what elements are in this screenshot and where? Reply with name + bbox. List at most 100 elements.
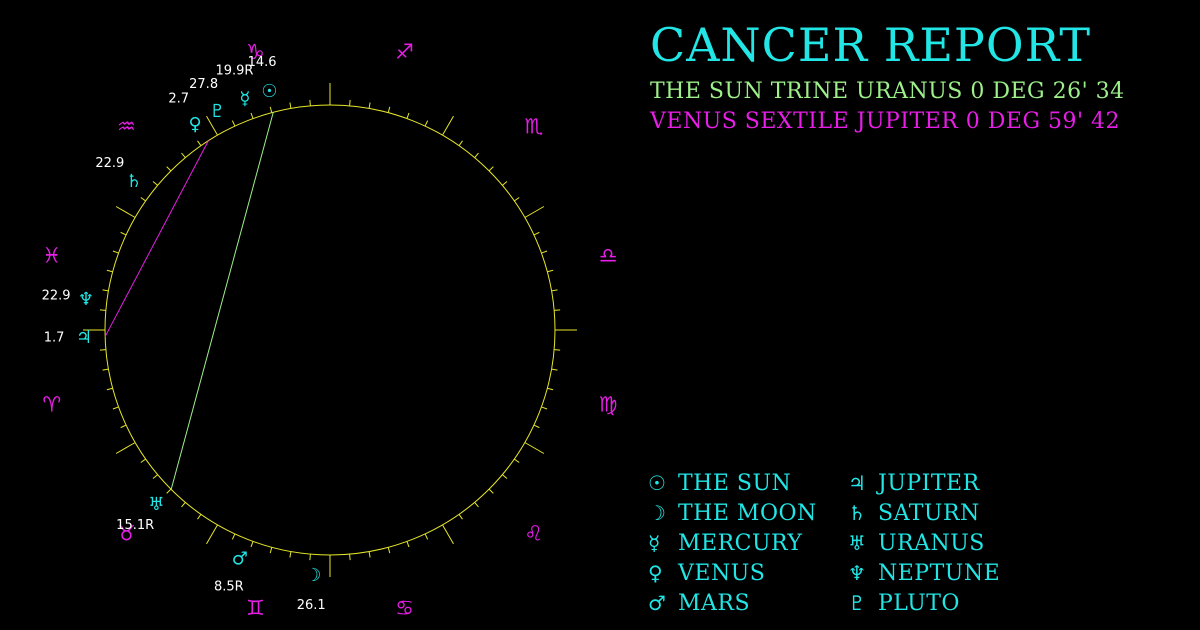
mars-degree-label: 8.5R: [214, 579, 244, 594]
mercury-icon: ☿: [239, 89, 250, 110]
degree-tick: [289, 102, 292, 109]
aspect-line-trine: [170, 112, 274, 490]
legend-item-moon: ☽THE MOON: [648, 498, 817, 528]
legend-label: NEPTUNE: [878, 561, 1001, 586]
degree-tick: [551, 289, 558, 292]
legend-label: MERCURY: [678, 531, 803, 556]
degree-tick: [541, 406, 548, 410]
sign-boundary-tick: [442, 115, 454, 136]
degree-tick: [181, 502, 186, 508]
legend-label: THE SUN: [678, 471, 792, 496]
degree-tick: [231, 533, 236, 540]
sun-icon: ☉: [261, 81, 277, 102]
legend-label: PLUTO: [878, 591, 960, 616]
saturn-icon: ♄: [126, 171, 142, 192]
mercury-icon: ☿: [648, 531, 661, 555]
degree-tick: [406, 112, 410, 119]
legend-item-sun: ☉ THE SUN: [648, 468, 817, 498]
degree-tick: [231, 120, 236, 127]
sagittarius-icon: ♐: [395, 40, 414, 64]
degree-tick: [289, 551, 292, 558]
sign-boundary-tick: [206, 524, 218, 545]
neptune-icon: ♆: [848, 561, 866, 585]
degree-tick: [106, 387, 113, 391]
degree-tick: [99, 349, 106, 351]
degree-tick: [554, 309, 561, 311]
scorpio-icon: ♏: [524, 114, 543, 138]
aries-icon: ♈: [42, 393, 61, 417]
degree-tick: [368, 551, 371, 558]
legend-item-pluto: ♇ PLUTO: [848, 588, 1000, 618]
capricorn-icon: ♑: [246, 40, 265, 64]
pluto-icon: ♇: [209, 101, 225, 122]
uranus-icon: ♅: [848, 531, 866, 555]
degree-tick: [488, 488, 494, 494]
sign-boundary-tick: [442, 524, 454, 545]
degree-tick: [181, 152, 186, 158]
degree-tick: [120, 231, 127, 236]
aspect-sextile-text: VENUS SEXTILE JUPITER 0 DEG 59' 42: [650, 109, 1121, 134]
degree-tick: [309, 554, 311, 561]
degree-tick: [106, 269, 113, 273]
legend-column-2: ♃JUPITER ♄SATURN ♅URANUS ♆NEPTUNE ♇PLUTO: [848, 468, 1000, 618]
astro-wheel-chart: ♈♉♊♋♌♍♎♏♐♑♒♓♃1.7♅15.1R♂8.5R☽26.1☉14.6☿19…: [42, 40, 618, 620]
virgo-icon: ♍: [599, 393, 618, 417]
aspect-trine-text: THE SUN TRINE URANUS 0 DEG 26' 34: [650, 79, 1125, 104]
degree-tick: [349, 554, 351, 561]
legend-label: JUPITER: [878, 471, 980, 496]
degree-tick: [309, 99, 311, 106]
degree-tick: [387, 106, 391, 113]
pluto-degree-label: 27.8: [189, 77, 218, 92]
legend-label: THE MOON: [678, 501, 817, 526]
mars-icon: ♂: [232, 548, 248, 569]
legend-column-1: ☉ THE SUN ☽THE MOON ☿ MERCURY ♀ VENUS ♂ MARS: [648, 468, 817, 618]
degree-tick: [474, 152, 479, 158]
pisces-icon: ♓: [42, 243, 61, 267]
legend-item-uranus: ♅ URANUS: [848, 528, 1000, 558]
degree-tick: [112, 406, 119, 410]
taurus-icon: ♉: [117, 522, 136, 546]
uranus-degree-label: 15.1R: [116, 518, 154, 533]
legend-item-mars: ♂ MARS: [648, 588, 817, 618]
mars-icon: ♂: [648, 591, 666, 615]
degree-tick: [406, 541, 410, 548]
degree-tick: [424, 533, 429, 540]
sign-boundary-tick: [115, 206, 136, 218]
mercury-degree-label: 19.9R: [215, 64, 253, 79]
legend-label: MARS: [678, 591, 751, 616]
degree-tick: [541, 250, 548, 254]
legend-item-mercury: ☿ MERCURY: [648, 528, 817, 558]
pluto-icon: ♇: [848, 591, 866, 615]
degree-tick: [474, 502, 479, 508]
legend-item-saturn: ♄SATURN: [848, 498, 1000, 528]
degree-tick: [250, 541, 254, 548]
degree-tick: [458, 514, 463, 520]
degree-tick: [458, 140, 463, 146]
uranus-icon: ♅: [148, 494, 164, 515]
neptune-degree-label: 22.9: [42, 288, 71, 303]
legend-label: URANUS: [878, 531, 985, 556]
degree-tick: [424, 120, 429, 127]
degree-tick: [502, 181, 508, 186]
saturn-degree-label: 22.9: [95, 156, 124, 171]
degree-tick: [102, 289, 109, 292]
report-title: CANCER REPORT: [650, 18, 1092, 72]
neptune-icon: ♆: [78, 289, 94, 310]
degree-tick: [533, 231, 540, 236]
aquarius-icon: ♒: [117, 114, 136, 138]
sign-boundary-tick: [524, 442, 545, 454]
degree-tick: [554, 349, 561, 351]
degree-tick: [250, 112, 254, 119]
sign-boundary-tick: [115, 442, 136, 454]
legend-label: VENUS: [678, 561, 766, 586]
degree-tick: [99, 309, 106, 311]
zodiac-circle: [104, 104, 556, 556]
degree-tick: [368, 102, 371, 109]
sign-boundary-tick: [524, 206, 545, 218]
sun-icon: ☉: [648, 471, 666, 495]
degree-tick: [269, 106, 273, 113]
gemini-icon: ♊: [246, 596, 265, 620]
degree-tick: [140, 458, 146, 463]
venus-icon: ♀: [648, 561, 663, 585]
degree-tick: [551, 368, 558, 371]
